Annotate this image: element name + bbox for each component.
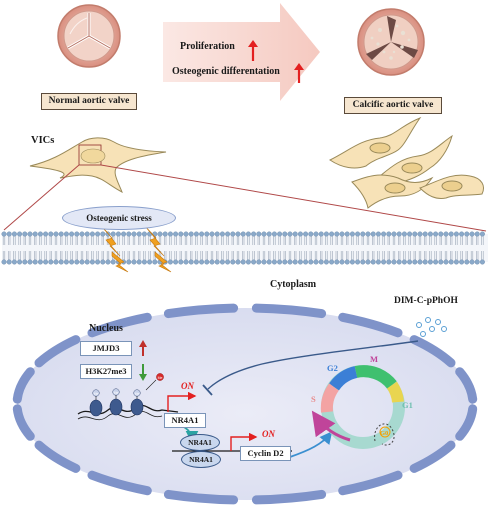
me-label-2: Me [114, 391, 119, 395]
jmjd3-up-arrow-icon [139, 340, 147, 356]
osteogenic-diff-label: Osteogenic differentation [172, 66, 280, 77]
drug-inhibition-line [207, 340, 419, 390]
vics-label: VICs [31, 135, 55, 146]
nucleus-label: Nucleus [89, 323, 123, 334]
nr4a1-gene-label: NR4A1 [164, 413, 206, 428]
g0-loop [374, 423, 395, 446]
drug-molecule-icon [416, 317, 447, 337]
m-label: M [370, 354, 378, 364]
cytoplasm-label: Cytoplasm [270, 279, 317, 290]
proliferation-up-arrow-icon [248, 40, 258, 61]
cyclin-on-arrow [230, 432, 258, 451]
envelope-segment [12, 367, 35, 404]
envelope-segment [251, 489, 327, 505]
me-label-1: Me [94, 392, 99, 396]
methyl-mark-icon [156, 373, 164, 381]
vic-cell [29, 137, 167, 194]
nr4a1-protein-2: NR4A1 [181, 451, 221, 468]
on-label-1: ON [181, 381, 194, 391]
envelope-segment [34, 440, 81, 473]
normal-valve-label: Normal aortic valve [41, 93, 137, 110]
envelope-segment [338, 470, 403, 496]
g0-label: G0 [380, 430, 388, 437]
zoom-line-right [100, 164, 487, 232]
envelope-segment [87, 470, 152, 496]
envelope-segment [12, 404, 35, 441]
cycle-progression-arrow [311, 410, 351, 442]
envelope-segment [34, 335, 81, 368]
transition-arrow [163, 3, 320, 101]
g2-label: G2 [327, 363, 338, 373]
envelope-segment [338, 312, 403, 338]
envelope-segment [455, 404, 478, 441]
on-label-2: ON [262, 429, 275, 439]
envelope-segment [455, 367, 478, 404]
envelope-segment [87, 312, 152, 338]
osteogenic-up-arrow-icon [294, 63, 304, 83]
calcific-valve-label: Calcific aortic valve [344, 97, 442, 114]
calcific-valve-icon [357, 8, 425, 76]
inhibition-bar [202, 384, 213, 396]
cell-cycle-ring [320, 365, 405, 449]
nucleus-envelope [17, 308, 473, 500]
cyclin-d2-label: Cyclin D2 [240, 446, 291, 461]
zoom-line-left [3, 164, 80, 231]
nr4a1-protein-1: NR4A1 [180, 434, 220, 451]
jmjd3-label: JMJD3 [80, 341, 132, 356]
proliferation-label: Proliferation [180, 41, 235, 52]
lightning-icon [100, 224, 172, 273]
envelope-segment [251, 303, 327, 319]
drug-label: DIM-C-pPhOH [394, 296, 458, 306]
s-label: S [311, 394, 316, 404]
g1-label: G1 [402, 400, 413, 410]
h3k27me3-down-arrow-icon [139, 364, 147, 381]
h3k27me3-label: H3K27me3 [80, 364, 132, 379]
me-label-3: Me [135, 392, 140, 396]
normal-valve-icon [57, 4, 121, 68]
chromatin [77, 373, 179, 421]
envelope-segment [163, 303, 239, 319]
calcific-cells-cluster [329, 116, 484, 209]
envelope-segment [409, 440, 456, 473]
envelope-segment [163, 489, 239, 505]
cell-membrane [1, 231, 488, 265]
me-label-4: Me [158, 376, 163, 380]
stress-label: Osteogenic stress [62, 206, 176, 230]
nr4a1-on-arrow [167, 391, 197, 412]
